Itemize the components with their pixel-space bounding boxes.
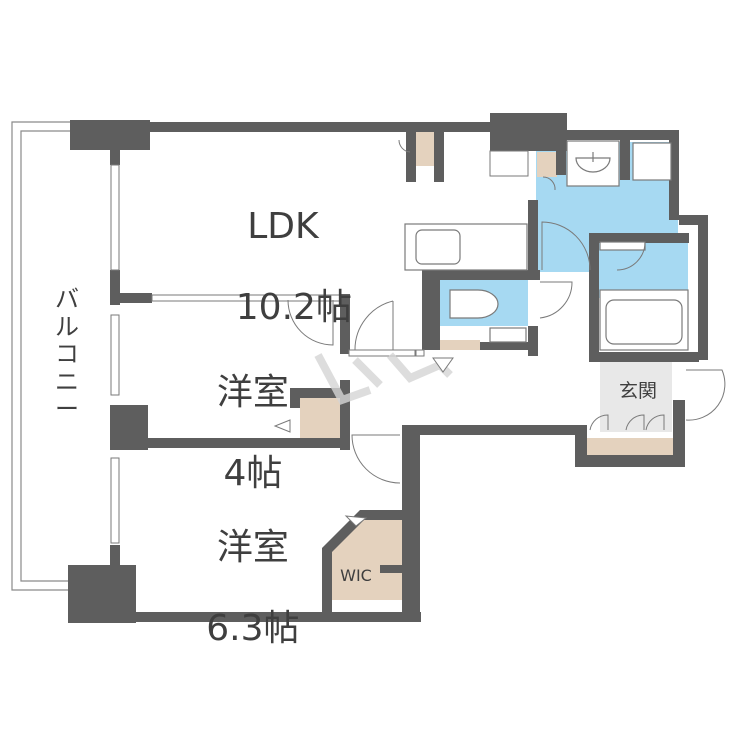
- western-room-6-label: 洋室 6.3帖: [160, 488, 300, 690]
- balcony-outline: [11, 121, 70, 591]
- kitchen-sink: [415, 229, 461, 265]
- storage-areas: [300, 132, 673, 600]
- door-markers: [273, 357, 454, 527]
- western-room-6-size: 6.3帖: [206, 607, 300, 649]
- western-room-4-size: 4帖: [223, 452, 283, 494]
- bathtub: [605, 299, 683, 345]
- wic-label: WIC: [340, 566, 372, 585]
- western-room-6-name: 洋室: [216, 527, 289, 569]
- ldk-name: LDK: [247, 206, 319, 248]
- fixtures: [404, 140, 689, 351]
- watermark-logo: [314, 352, 453, 405]
- toilet: [449, 289, 499, 319]
- doors: [287, 139, 726, 484]
- balcony-label: バルコニー: [55, 285, 79, 424]
- ldk-label: LDK 10.2帖: [190, 167, 352, 369]
- western-room-4-name: 洋室: [216, 372, 289, 414]
- western-room-4-label: 洋室 4帖: [160, 333, 300, 535]
- washing-machine-pan: [632, 142, 672, 181]
- washbasin: [575, 157, 611, 173]
- hand-wash-basin: [489, 327, 527, 343]
- windows: [110, 150, 529, 544]
- entrance-label: 玄関: [608, 380, 668, 403]
- walls: [68, 113, 708, 623]
- ldk-size: 10.2帖: [235, 286, 352, 328]
